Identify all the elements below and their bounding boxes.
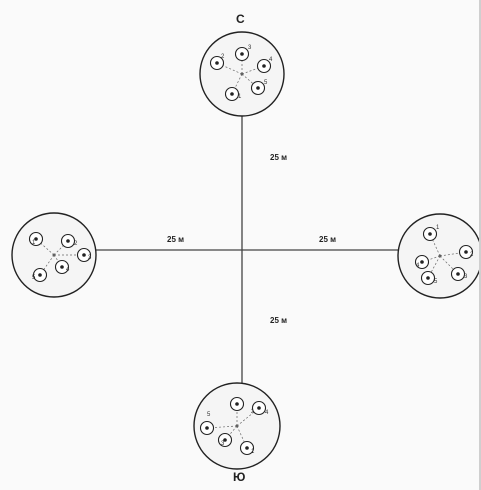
sample-point-center <box>245 446 249 450</box>
sample-point-center <box>262 64 266 68</box>
plot-south: 5 2 4 3 1 <box>193 382 281 470</box>
sample-point-center <box>38 273 42 277</box>
sample-point-center <box>230 92 234 96</box>
sample-spoke <box>216 62 243 75</box>
sample-number: 1 <box>32 240 36 246</box>
sample-number: 5 <box>207 412 211 418</box>
sample-number: 4 <box>269 57 273 63</box>
sample-point-center <box>82 253 86 257</box>
sample-number: 1 <box>238 94 242 100</box>
sample-point-center <box>420 260 424 264</box>
sample-point-center <box>464 250 468 254</box>
sample-number: 1 <box>436 225 440 231</box>
sample-number: 3 <box>464 274 468 280</box>
sample-spoke <box>236 407 260 427</box>
sample-number: 4 <box>416 263 420 269</box>
direction-label-north: С <box>236 12 245 26</box>
distance-label-west: 25 м <box>167 235 184 244</box>
sample-point-center <box>60 265 64 269</box>
distance-label-north: 25 м <box>270 153 287 162</box>
sample-number: 3 <box>221 441 225 447</box>
sample-number: 2 <box>221 54 225 60</box>
sample-point-center <box>66 239 70 243</box>
sample-point-center <box>257 406 261 410</box>
sample-number: 2 <box>470 252 474 258</box>
sample-number: 5 <box>434 279 438 285</box>
sample-number: 5 <box>32 275 36 281</box>
sample-number: 2 <box>251 409 255 415</box>
sample-point-center <box>426 276 430 280</box>
sample-number: 4 <box>265 410 269 416</box>
plot-west: 1 2 3 5 4 <box>11 212 97 298</box>
sample-point-center <box>428 232 432 236</box>
distance-label-south: 25 м <box>270 316 287 325</box>
sample-spoke <box>224 425 238 441</box>
sample-point-center <box>240 52 244 56</box>
sample-point-center <box>205 426 209 430</box>
plot-east: 1 2 3 4 5 <box>397 213 479 299</box>
sample-number: 3 <box>88 255 92 261</box>
sample-number: 1 <box>251 449 255 455</box>
sample-point-center <box>256 86 260 90</box>
sample-point-center <box>34 237 38 241</box>
sample-number: 5 <box>264 80 268 86</box>
sample-point-center <box>223 438 227 442</box>
sample-number: 2 <box>74 241 78 247</box>
sample-spoke <box>421 255 441 263</box>
distance-label-east: 25 м <box>319 235 336 244</box>
plot-north: 2 3 4 5 1 <box>199 31 285 117</box>
sample-point-center <box>235 402 239 406</box>
sample-point-center <box>456 272 460 276</box>
sample-point-center <box>215 61 219 65</box>
direction-label-south: Ю <box>233 470 245 484</box>
sample-number: 4 <box>66 267 70 273</box>
sample-number: 3 <box>248 45 252 51</box>
